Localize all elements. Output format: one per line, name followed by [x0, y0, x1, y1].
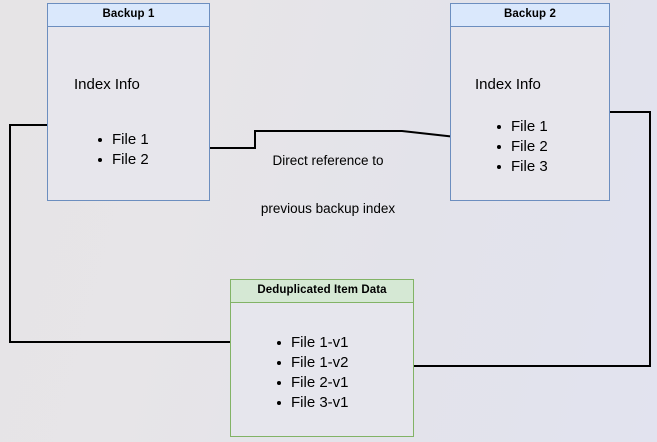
- list-item: File 3: [495, 157, 548, 177]
- list-item: File 1: [495, 117, 548, 137]
- edge-label-direct-reference: Direct reference to previous backup inde…: [248, 121, 408, 249]
- node-backup-2-header: Backup 2: [451, 4, 609, 27]
- node-deduplicated-body: File 1-v1 File 1-v2 File 2-v1 File 3-v1: [231, 303, 413, 436]
- list-item: File 2-v1: [275, 373, 349, 393]
- node-backup-1-body: Index Info File 1 File 2: [48, 27, 209, 200]
- node-backup-1-header: Backup 1: [48, 4, 209, 27]
- list-item: File 1-v1: [275, 333, 349, 353]
- list-item: File 1: [96, 130, 149, 150]
- node-deduplicated-header: Deduplicated Item Data: [231, 280, 413, 303]
- edge-label-line-1: Direct reference to: [272, 153, 384, 168]
- backup-1-index-info-label: Index Info: [74, 76, 140, 93]
- deduplicated-file-list: File 1-v1 File 1-v2 File 2-v1 File 3-v1: [275, 333, 349, 413]
- list-item: File 3-v1: [275, 393, 349, 413]
- backup-2-index-info-label: Index Info: [475, 76, 541, 93]
- list-item: File 2: [96, 150, 149, 170]
- list-item: File 1-v2: [275, 353, 349, 373]
- backup-1-file-list: File 1 File 2: [96, 130, 149, 170]
- node-backup-1[interactable]: Backup 1 Index Info File 1 File 2: [47, 3, 210, 201]
- node-backup-2[interactable]: Backup 2 Index Info File 1 File 2 File 3: [450, 3, 610, 201]
- node-deduplicated-item-data[interactable]: Deduplicated Item Data File 1-v1 File 1-…: [230, 279, 414, 437]
- list-item: File 2: [495, 137, 548, 157]
- node-backup-2-body: Index Info File 1 File 2 File 3: [451, 27, 609, 200]
- backup-2-file-list: File 1 File 2 File 3: [495, 117, 548, 177]
- edge-label-line-2: previous backup index: [260, 201, 396, 216]
